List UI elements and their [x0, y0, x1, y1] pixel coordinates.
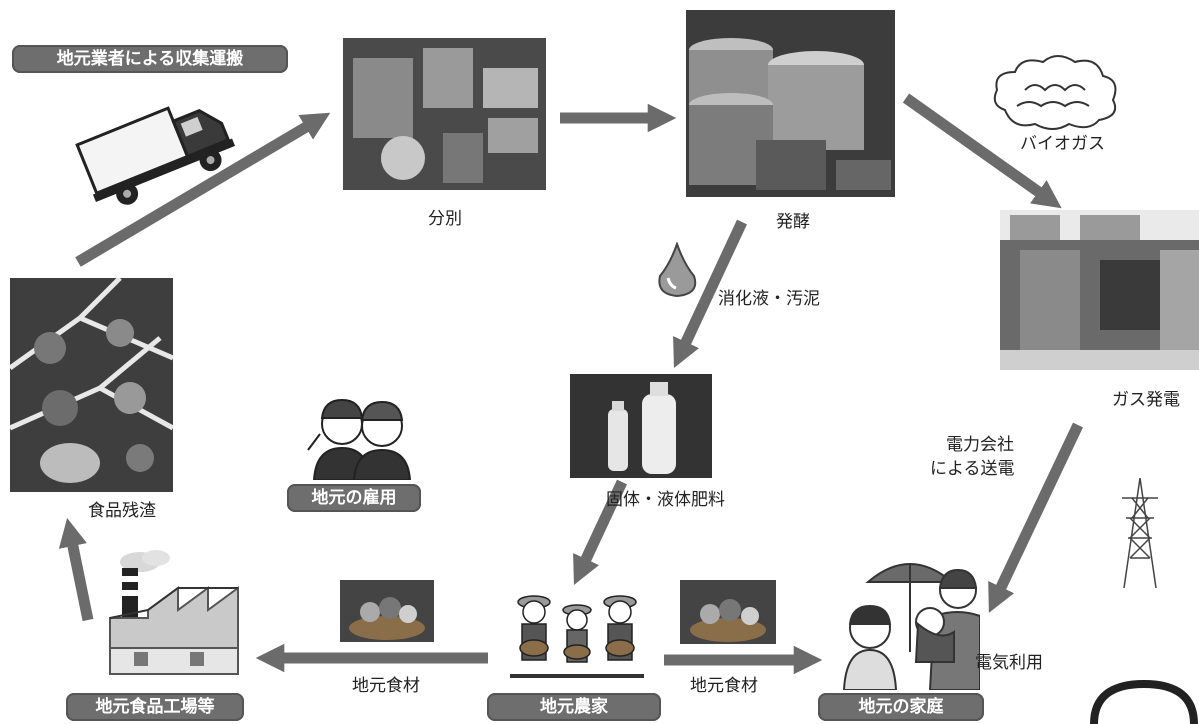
arrow-factory-to-food-waste	[58, 517, 94, 622]
badge-collection: 地元業者による収集運搬	[12, 45, 288, 73]
label-gas-power: ガス発電	[1112, 390, 1180, 410]
partial-circle-icon	[1090, 680, 1198, 724]
arrow-fertilizer-to-farmer	[573, 479, 627, 585]
label-biogas: バイオガス	[1020, 134, 1105, 154]
family-umbrella-icon	[842, 563, 980, 690]
food-waste-photo	[10, 278, 173, 492]
truck-icon	[75, 106, 236, 205]
vegetables-photo-right	[680, 580, 776, 644]
badge-household: 地元の家庭	[818, 693, 984, 721]
label-digestate: 消化液・汚泥	[718, 289, 820, 309]
farmers-icon	[510, 595, 644, 678]
label-fermentation: 発酵	[776, 212, 810, 232]
arrow-fermentation-to-fertilizer	[673, 219, 747, 368]
arrow-collection-to-sorting	[75, 112, 331, 267]
label-local-food-left: 地元食材	[352, 676, 420, 696]
arrow-power-to-household	[988, 422, 1083, 613]
transmission-tower-icon	[1122, 478, 1158, 588]
factory-icon	[109, 550, 239, 675]
fermentation-photo	[686, 10, 895, 197]
label-electricity-use: 電気利用	[975, 653, 1043, 673]
arrow-fermentation-to-power	[902, 93, 1062, 209]
label-food-waste: 食品残渣	[88, 501, 156, 521]
water-drop-icon	[658, 242, 697, 298]
workers-icon	[307, 398, 412, 480]
gas-power-photo	[1000, 210, 1199, 370]
label-sorting: 分別	[428, 209, 462, 229]
vegetables-photo-left	[340, 580, 434, 642]
fertilizer-photo	[570, 374, 712, 478]
label-transmission-2: による送電	[930, 459, 1015, 479]
badge-farmer: 地元農家	[487, 693, 661, 721]
label-transmission-1: 電力会社	[946, 435, 1014, 455]
badge-employment: 地元の雇用	[287, 484, 421, 512]
biogas-cloud-icon	[993, 55, 1117, 130]
label-fertilizer: 固体・液体肥料	[606, 490, 725, 510]
sorting-photo	[343, 38, 546, 190]
badge-factory: 地元食品工場等	[66, 693, 244, 721]
label-local-food-right: 地元食材	[690, 676, 758, 696]
